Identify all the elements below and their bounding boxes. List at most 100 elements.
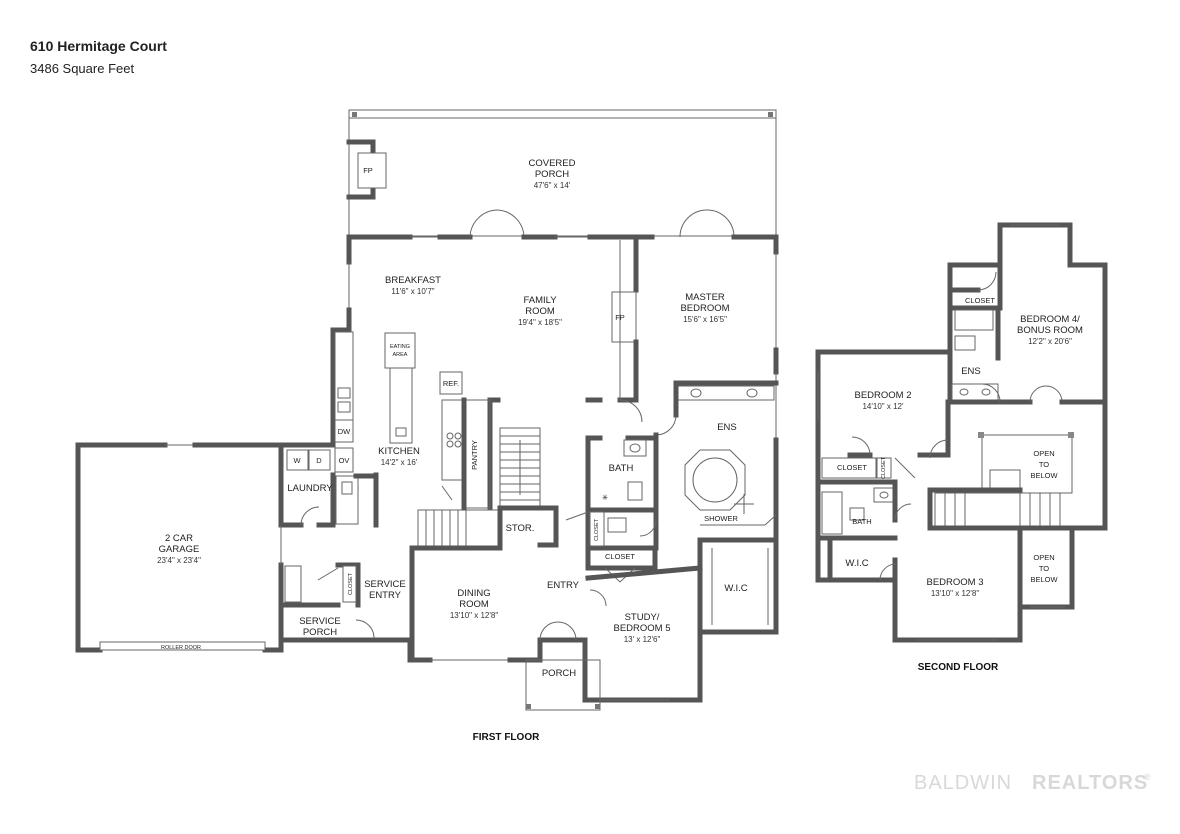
bathtub	[821, 491, 843, 535]
wall	[917, 399, 951, 458]
closet-box	[342, 565, 357, 603]
oven	[334, 447, 354, 473]
brand-watermark: BALDWIN REALTORS ®	[914, 772, 1151, 794]
wall	[330, 307, 352, 448]
wall	[335, 562, 361, 608]
porch-door	[679, 209, 707, 238]
washer-label: W	[293, 456, 301, 465]
tub-basin	[692, 457, 738, 503]
master-bedroom-label: MASTER	[685, 292, 725, 303]
garage-label: 2 CAR	[165, 533, 193, 544]
porch-label: PORCH	[542, 668, 576, 679]
wall	[409, 545, 433, 663]
door	[300, 506, 320, 526]
post	[1068, 432, 1074, 438]
second-floor-label: SECOND FLOOR	[918, 662, 999, 673]
wall	[316, 472, 336, 528]
sink-icon	[337, 387, 351, 399]
bath-label: BATH	[609, 463, 634, 474]
door	[981, 383, 1001, 403]
breakfast-label: BREAKFAST	[385, 275, 441, 286]
wall	[537, 505, 559, 548]
family-room-label: ROOM	[525, 306, 555, 317]
wall	[487, 397, 501, 511]
bathtub	[954, 309, 994, 331]
wall	[617, 339, 639, 403]
storage-shelf	[284, 565, 302, 603]
open-to-below-label: TO	[1039, 564, 1049, 573]
closet-box	[876, 457, 892, 479]
porch-fireplace-label: FP	[363, 166, 373, 175]
square-footage: 3486 Square Feet	[30, 61, 135, 76]
door	[894, 503, 912, 521]
toilet	[627, 481, 643, 501]
ov-label: OV	[339, 456, 350, 465]
dryer-box	[308, 449, 331, 471]
kitchen-dim: 14'2" x 16'	[381, 458, 418, 467]
closet-box	[821, 457, 877, 479]
study-label: STUDY/	[625, 612, 660, 623]
bath-star-icon: ✳	[602, 493, 609, 502]
stair-treads	[425, 510, 467, 546]
wall	[877, 557, 898, 583]
stair-lower	[417, 509, 501, 547]
counter	[441, 399, 463, 481]
first-floor-plan: FP FP	[75, 109, 779, 743]
bedroom3-label: BEDROOM 3	[926, 577, 983, 588]
washer-box	[286, 449, 309, 471]
sink-icon	[690, 388, 702, 398]
wic-label: W.I.C	[724, 583, 747, 594]
open-to-below-area	[981, 434, 1073, 494]
garage-wall	[75, 442, 103, 653]
covered-porch-outline	[348, 109, 777, 237]
closet-label: CLOSET	[837, 463, 867, 472]
dishwasher	[334, 419, 354, 443]
closet-label: CLOSET	[605, 552, 635, 561]
bedroom4-label: BEDROOM 4/	[1020, 314, 1080, 325]
second-floor-plan: CLOSET BEDROOM 4/ BONUS ROOM 12'2" x 20'…	[815, 222, 1108, 673]
bath-label: BATH	[852, 517, 871, 526]
roller-door-label: ROLLER DOOR	[161, 645, 201, 651]
front-porch-outline	[525, 659, 601, 711]
porch-fireplace-icon	[357, 152, 387, 189]
eating-area-label: AREA	[393, 352, 408, 358]
service-porch-label: PORCH	[303, 627, 337, 638]
door	[655, 414, 677, 436]
porch-post	[352, 112, 357, 117]
roller-door	[99, 641, 266, 651]
door	[977, 271, 997, 291]
family-fireplace-icon	[611, 291, 637, 343]
sink-icon	[959, 388, 969, 396]
family-room-label: FAMILY	[523, 295, 557, 306]
wall	[585, 565, 703, 581]
garage-dim: 23'4" x 23'4"	[157, 556, 201, 565]
master-bedroom-label: BEDROOM	[680, 303, 729, 314]
service-porch-label: SERVICE	[299, 616, 341, 627]
wall	[927, 487, 1075, 531]
bedroom2-label: BEDROOM 2	[854, 390, 911, 401]
sink-icon	[879, 491, 889, 499]
storage-label: STOR.	[506, 523, 535, 534]
shower-label: SHOWER	[704, 514, 738, 523]
garage-wall	[262, 562, 284, 653]
laundry-sink	[341, 481, 353, 495]
laundry-label: LAUNDRY	[287, 483, 333, 494]
watermark-text: REALTORS	[1032, 772, 1148, 794]
porch-post	[595, 704, 600, 709]
entry-door	[539, 621, 559, 641]
wall	[507, 637, 543, 663]
closet-label: CLOSET	[965, 296, 995, 305]
open-to-below-label: TO	[1039, 460, 1049, 469]
sink-icon	[746, 388, 758, 398]
dining-room-label: DINING	[457, 588, 490, 599]
door	[639, 519, 657, 537]
stair-run	[934, 492, 1021, 529]
watermark-mark: ®	[1144, 772, 1151, 782]
eating-area-table	[384, 332, 416, 369]
second-floor-outline	[815, 222, 1108, 643]
door	[1029, 385, 1047, 403]
dining-room-label: ROOM	[459, 599, 489, 610]
wall	[585, 507, 659, 551]
closet-label: CLOSET	[348, 572, 354, 595]
wic-label: W.I.C	[845, 558, 868, 569]
